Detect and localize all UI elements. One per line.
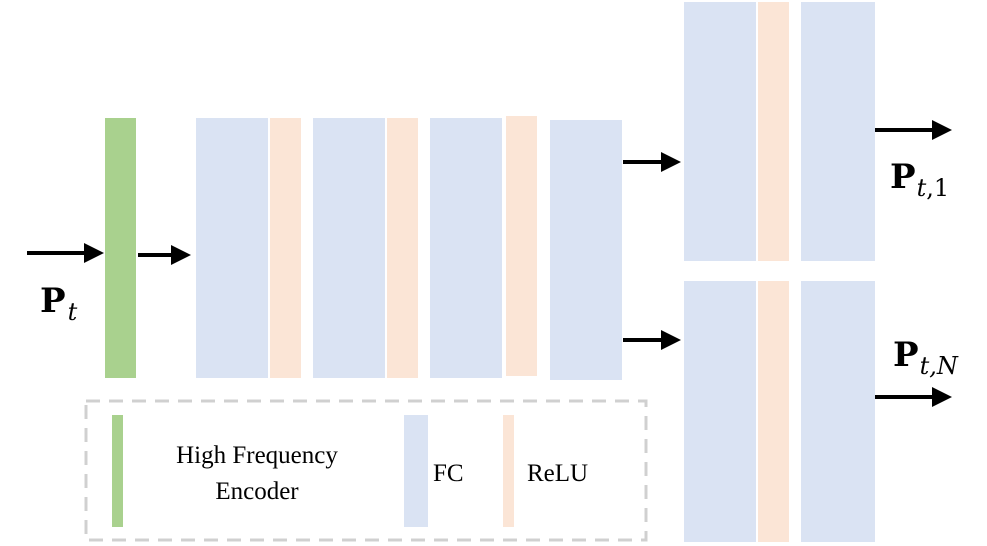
trunk-relu-2 — [387, 118, 418, 378]
output-1-arrow — [875, 120, 952, 140]
legend-fc-swatch — [404, 415, 428, 527]
head-1-fc-1 — [684, 2, 756, 261]
head-1 — [684, 2, 875, 261]
head-n-fc-1 — [684, 281, 756, 542]
legend-encoder-label-line2: Encoder — [215, 478, 299, 505]
input-arrow — [27, 243, 104, 263]
legend-relu-swatch — [503, 415, 514, 527]
output-n-label: Pt,N — [893, 335, 959, 380]
input-label: Pt — [40, 281, 78, 326]
encoder-to-trunk-arrow — [138, 245, 191, 265]
shared-trunk — [196, 116, 622, 380]
trunk-relu-1 — [270, 118, 301, 378]
trunk-fc-2 — [313, 118, 385, 378]
legend-fc-label: FC — [433, 460, 464, 487]
head-1-fc-2 — [801, 2, 875, 261]
trunk-to-head-1-arrow — [623, 152, 681, 172]
head-1-relu — [758, 2, 789, 261]
trunk-fc-4 — [550, 120, 622, 380]
head-n-relu — [758, 281, 789, 542]
head-n — [684, 281, 875, 542]
encoder-block — [105, 118, 136, 378]
legend-encoder-swatch — [112, 415, 123, 527]
trunk-to-head-n-arrow — [623, 330, 681, 350]
trunk-fc-3 — [430, 118, 502, 378]
head-n-fc-2 — [801, 281, 875, 542]
legend-encoder-label-line1: High Frequency — [176, 442, 338, 469]
output-n-arrow — [875, 387, 952, 407]
trunk-relu-3 — [506, 116, 537, 376]
legend-border — [84, 399, 648, 542]
legend-relu-label: ReLU — [527, 460, 588, 487]
trunk-fc-1 — [196, 118, 268, 378]
output-1-label: Pt,1 — [890, 157, 949, 202]
legend: High Frequency Encoder FC ReLU — [84, 399, 648, 542]
